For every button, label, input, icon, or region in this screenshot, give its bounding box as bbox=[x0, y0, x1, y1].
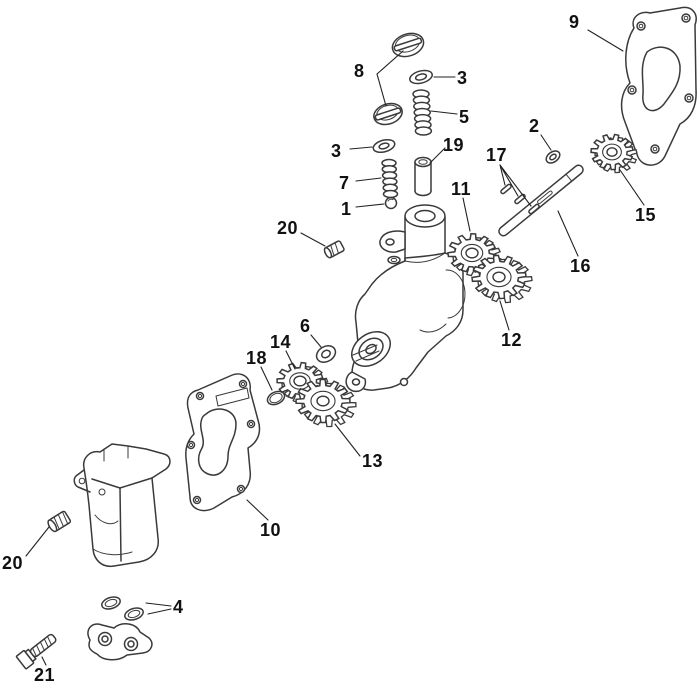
leader-1 bbox=[355, 203, 385, 208]
leader-20-upper bbox=[300, 232, 326, 247]
part-washer-3-lower bbox=[372, 138, 396, 154]
part-gear-15 bbox=[590, 133, 638, 174]
leader-7 bbox=[355, 177, 382, 182]
part-spring-7 bbox=[381, 158, 399, 199]
part-screw-8-upper bbox=[391, 32, 425, 58]
callout-19: 19 bbox=[443, 135, 465, 155]
leader-11 bbox=[462, 197, 471, 232]
part-gear-13 bbox=[295, 378, 357, 428]
part-retainer-plate bbox=[87, 623, 153, 661]
part-oring-4-right bbox=[124, 607, 144, 621]
callout-21: 21 bbox=[34, 665, 56, 685]
part-pump-body bbox=[345, 204, 466, 393]
callout-2: 2 bbox=[529, 116, 540, 136]
leader-10 bbox=[246, 499, 269, 521]
leader-6 bbox=[310, 334, 322, 348]
callout-18: 18 bbox=[246, 348, 268, 368]
callout-9: 9 bbox=[569, 12, 580, 32]
callout-4: 4 bbox=[173, 597, 184, 617]
part-gasket-10 bbox=[185, 373, 261, 512]
part-bolt-21 bbox=[15, 633, 57, 670]
leader-19 bbox=[429, 147, 446, 164]
leader-16 bbox=[557, 210, 579, 257]
callout-1: 1 bbox=[341, 199, 352, 219]
leader-14 bbox=[285, 350, 296, 370]
callout-20-lower: 20 bbox=[2, 553, 24, 573]
leader-21 bbox=[41, 656, 47, 666]
callout-17: 17 bbox=[486, 145, 508, 165]
leader-17 bbox=[499, 164, 532, 207]
part-washer-3-upper bbox=[409, 69, 433, 85]
part-cover-plate-9 bbox=[620, 6, 697, 166]
leader-lines bbox=[25, 29, 645, 666]
callout-16: 16 bbox=[570, 256, 592, 276]
leader-5 bbox=[430, 110, 458, 115]
leader-20-lower bbox=[25, 526, 50, 557]
part-spring-5 bbox=[412, 89, 433, 136]
callout-20-upper: 20 bbox=[277, 218, 299, 238]
callout-3-upper: 3 bbox=[457, 68, 468, 88]
leader-3-lower bbox=[349, 146, 373, 150]
part-ball-1 bbox=[384, 196, 398, 210]
part-washer-6 bbox=[315, 345, 337, 363]
leader-9 bbox=[587, 29, 624, 52]
part-sleeve-19 bbox=[414, 156, 432, 197]
callout-7: 7 bbox=[339, 173, 350, 193]
part-plug-20-lower bbox=[47, 510, 72, 533]
part-plug-20-upper bbox=[323, 240, 345, 259]
leader-12 bbox=[499, 300, 510, 331]
leader-4 bbox=[145, 602, 172, 615]
callout-8: 8 bbox=[354, 61, 365, 81]
leader-8 bbox=[376, 50, 404, 107]
leader-15 bbox=[619, 169, 645, 206]
part-ring-18 bbox=[266, 390, 286, 406]
part-washer-2 bbox=[545, 150, 561, 164]
leader-13 bbox=[334, 423, 361, 457]
part-oring-4-left bbox=[101, 596, 121, 610]
part-screw-8-lower bbox=[373, 102, 403, 126]
part-gear-12 bbox=[471, 254, 533, 304]
leader-2 bbox=[540, 134, 552, 151]
part-shaft-16 bbox=[498, 164, 584, 237]
callout-12: 12 bbox=[501, 330, 523, 350]
callout-11: 11 bbox=[451, 179, 472, 199]
callout-14: 14 bbox=[270, 332, 292, 352]
part-pins-17 bbox=[500, 183, 540, 215]
callout-3-lower: 3 bbox=[331, 141, 342, 161]
callout-13: 13 bbox=[362, 451, 384, 471]
part-pump-housing-cover bbox=[73, 443, 171, 568]
callout-6: 6 bbox=[300, 316, 311, 336]
callout-5: 5 bbox=[459, 107, 470, 127]
leader-18 bbox=[260, 366, 273, 391]
callout-10: 10 bbox=[260, 520, 282, 540]
callout-15: 15 bbox=[635, 205, 657, 225]
